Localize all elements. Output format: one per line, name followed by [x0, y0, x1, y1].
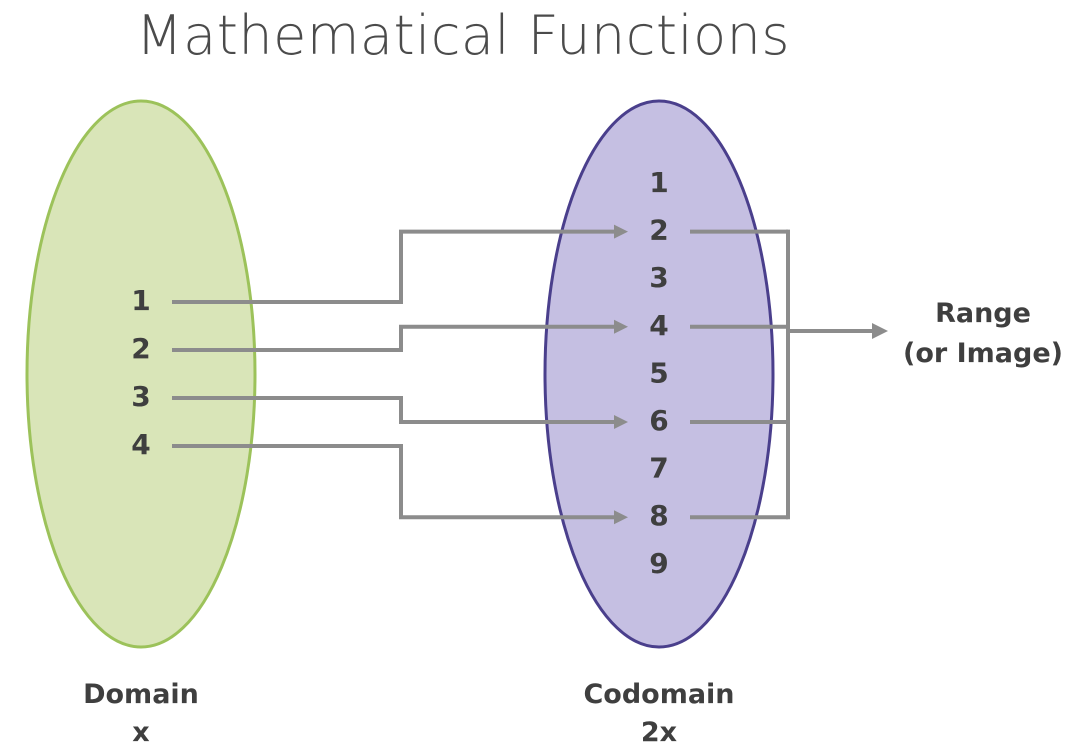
range-arrow-head — [872, 323, 888, 339]
range-bracket — [690, 229, 888, 520]
domain-value: 3 — [131, 380, 150, 413]
mapping-arrow-line — [172, 396, 616, 424]
mapping-arrow-head — [614, 415, 628, 429]
codomain-value: 7 — [649, 452, 668, 485]
range-sublabel: (or Image) — [903, 338, 1063, 369]
domain-label: Domain — [83, 679, 199, 710]
domain-value: 4 — [131, 428, 150, 461]
mapping-arrow-line — [172, 229, 616, 304]
codomain-sublabel: 2x — [641, 717, 677, 748]
domain-ellipse — [25, 99, 257, 649]
diagram-title: Mathematical Functions — [136, 4, 790, 67]
mapping-arrow-line — [172, 324, 616, 352]
codomain-value: 1 — [649, 166, 668, 199]
codomain-value: 5 — [649, 356, 668, 389]
codomain-value: 3 — [649, 261, 668, 294]
mapping-arrow-head — [614, 224, 628, 239]
codomain-value: 4 — [649, 309, 668, 342]
range-label: Range — [935, 298, 1031, 329]
domain-value: 2 — [131, 332, 150, 365]
mapping-arrow-head — [614, 510, 628, 525]
mapping-arrow-line — [172, 444, 616, 520]
domain-sublabel: x — [132, 717, 149, 748]
codomain-value: 6 — [649, 404, 668, 437]
codomain-value: 9 — [649, 547, 668, 580]
codomain-values: 1 2 3 4 5 6 7 8 9 — [649, 166, 668, 580]
codomain-ellipse — [543, 99, 775, 649]
mapping-arrows — [172, 224, 628, 525]
mapping-arrow-head — [614, 319, 628, 334]
codomain-label: Codomain — [583, 679, 734, 710]
domain-value: 1 — [131, 284, 150, 317]
codomain-value: 8 — [649, 499, 668, 532]
domain-values: 1 2 3 4 — [131, 284, 150, 461]
codomain-value: 2 — [649, 214, 668, 247]
